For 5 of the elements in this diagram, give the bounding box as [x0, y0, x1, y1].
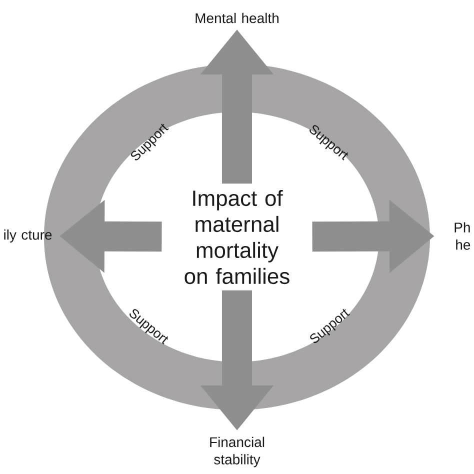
outcome-label: Mental health [196, 12, 278, 24]
outcome-label: ily cture [4, 229, 52, 243]
outcome-label: Financial stability [210, 436, 264, 468]
center-text: Impact of maternal mortality on families [184, 190, 290, 284]
outcome-label: Ph he [454, 222, 470, 250]
